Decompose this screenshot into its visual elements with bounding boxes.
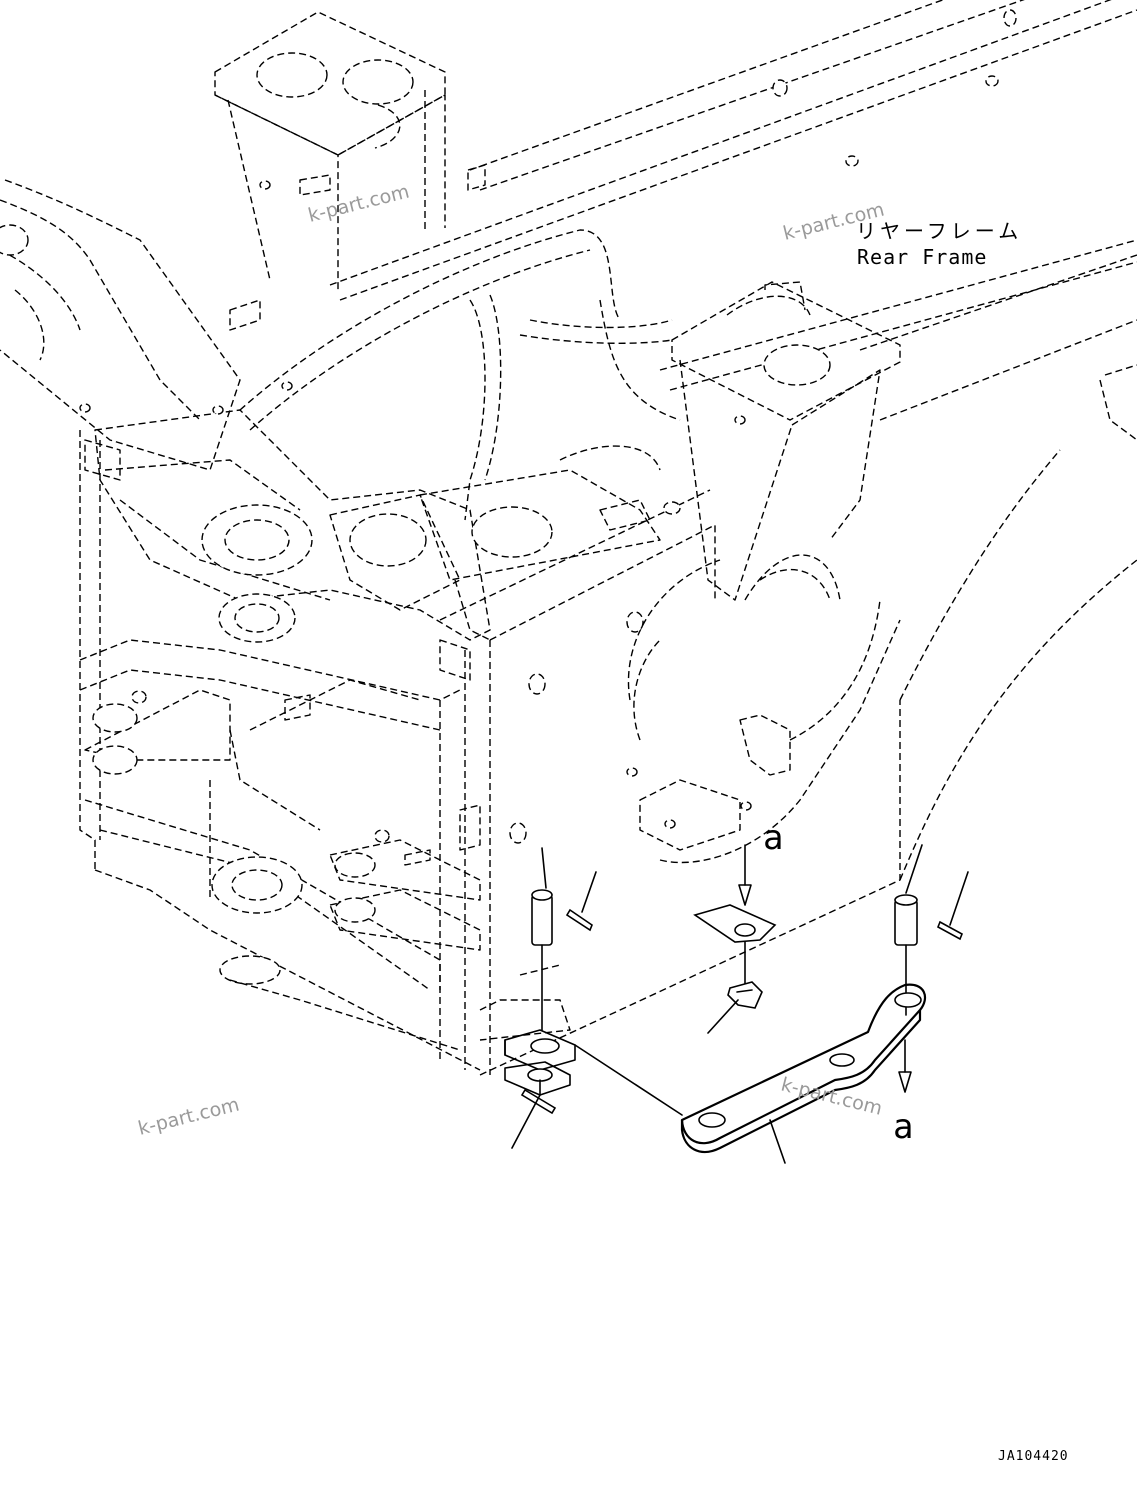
lock-bar xyxy=(574,983,927,1164)
view-a-label-bottom: a xyxy=(893,1107,913,1147)
left-pin xyxy=(531,847,553,1031)
drawing-code: JA104420 xyxy=(998,1449,1069,1464)
lock-bolt xyxy=(707,981,763,1034)
watermark: k-part.com xyxy=(779,1074,885,1120)
left-cotter-pin xyxy=(565,871,597,932)
rear-frame-outline xyxy=(0,0,1137,1076)
frame-hinge-boss xyxy=(504,1029,576,1096)
right-cotter-pin xyxy=(936,871,969,941)
watermark: k-part.com xyxy=(136,1093,242,1139)
rear-frame-label-en: Rear Frame xyxy=(857,245,987,269)
watermark: k-part.com xyxy=(306,180,412,226)
lower-left-cotter-pin xyxy=(511,1079,557,1149)
right-pin xyxy=(894,844,923,1016)
lock-plate xyxy=(693,844,777,986)
rear-frame-label-jp: リヤーフレーム xyxy=(856,219,1022,243)
view-a-label-top: a xyxy=(763,818,783,858)
